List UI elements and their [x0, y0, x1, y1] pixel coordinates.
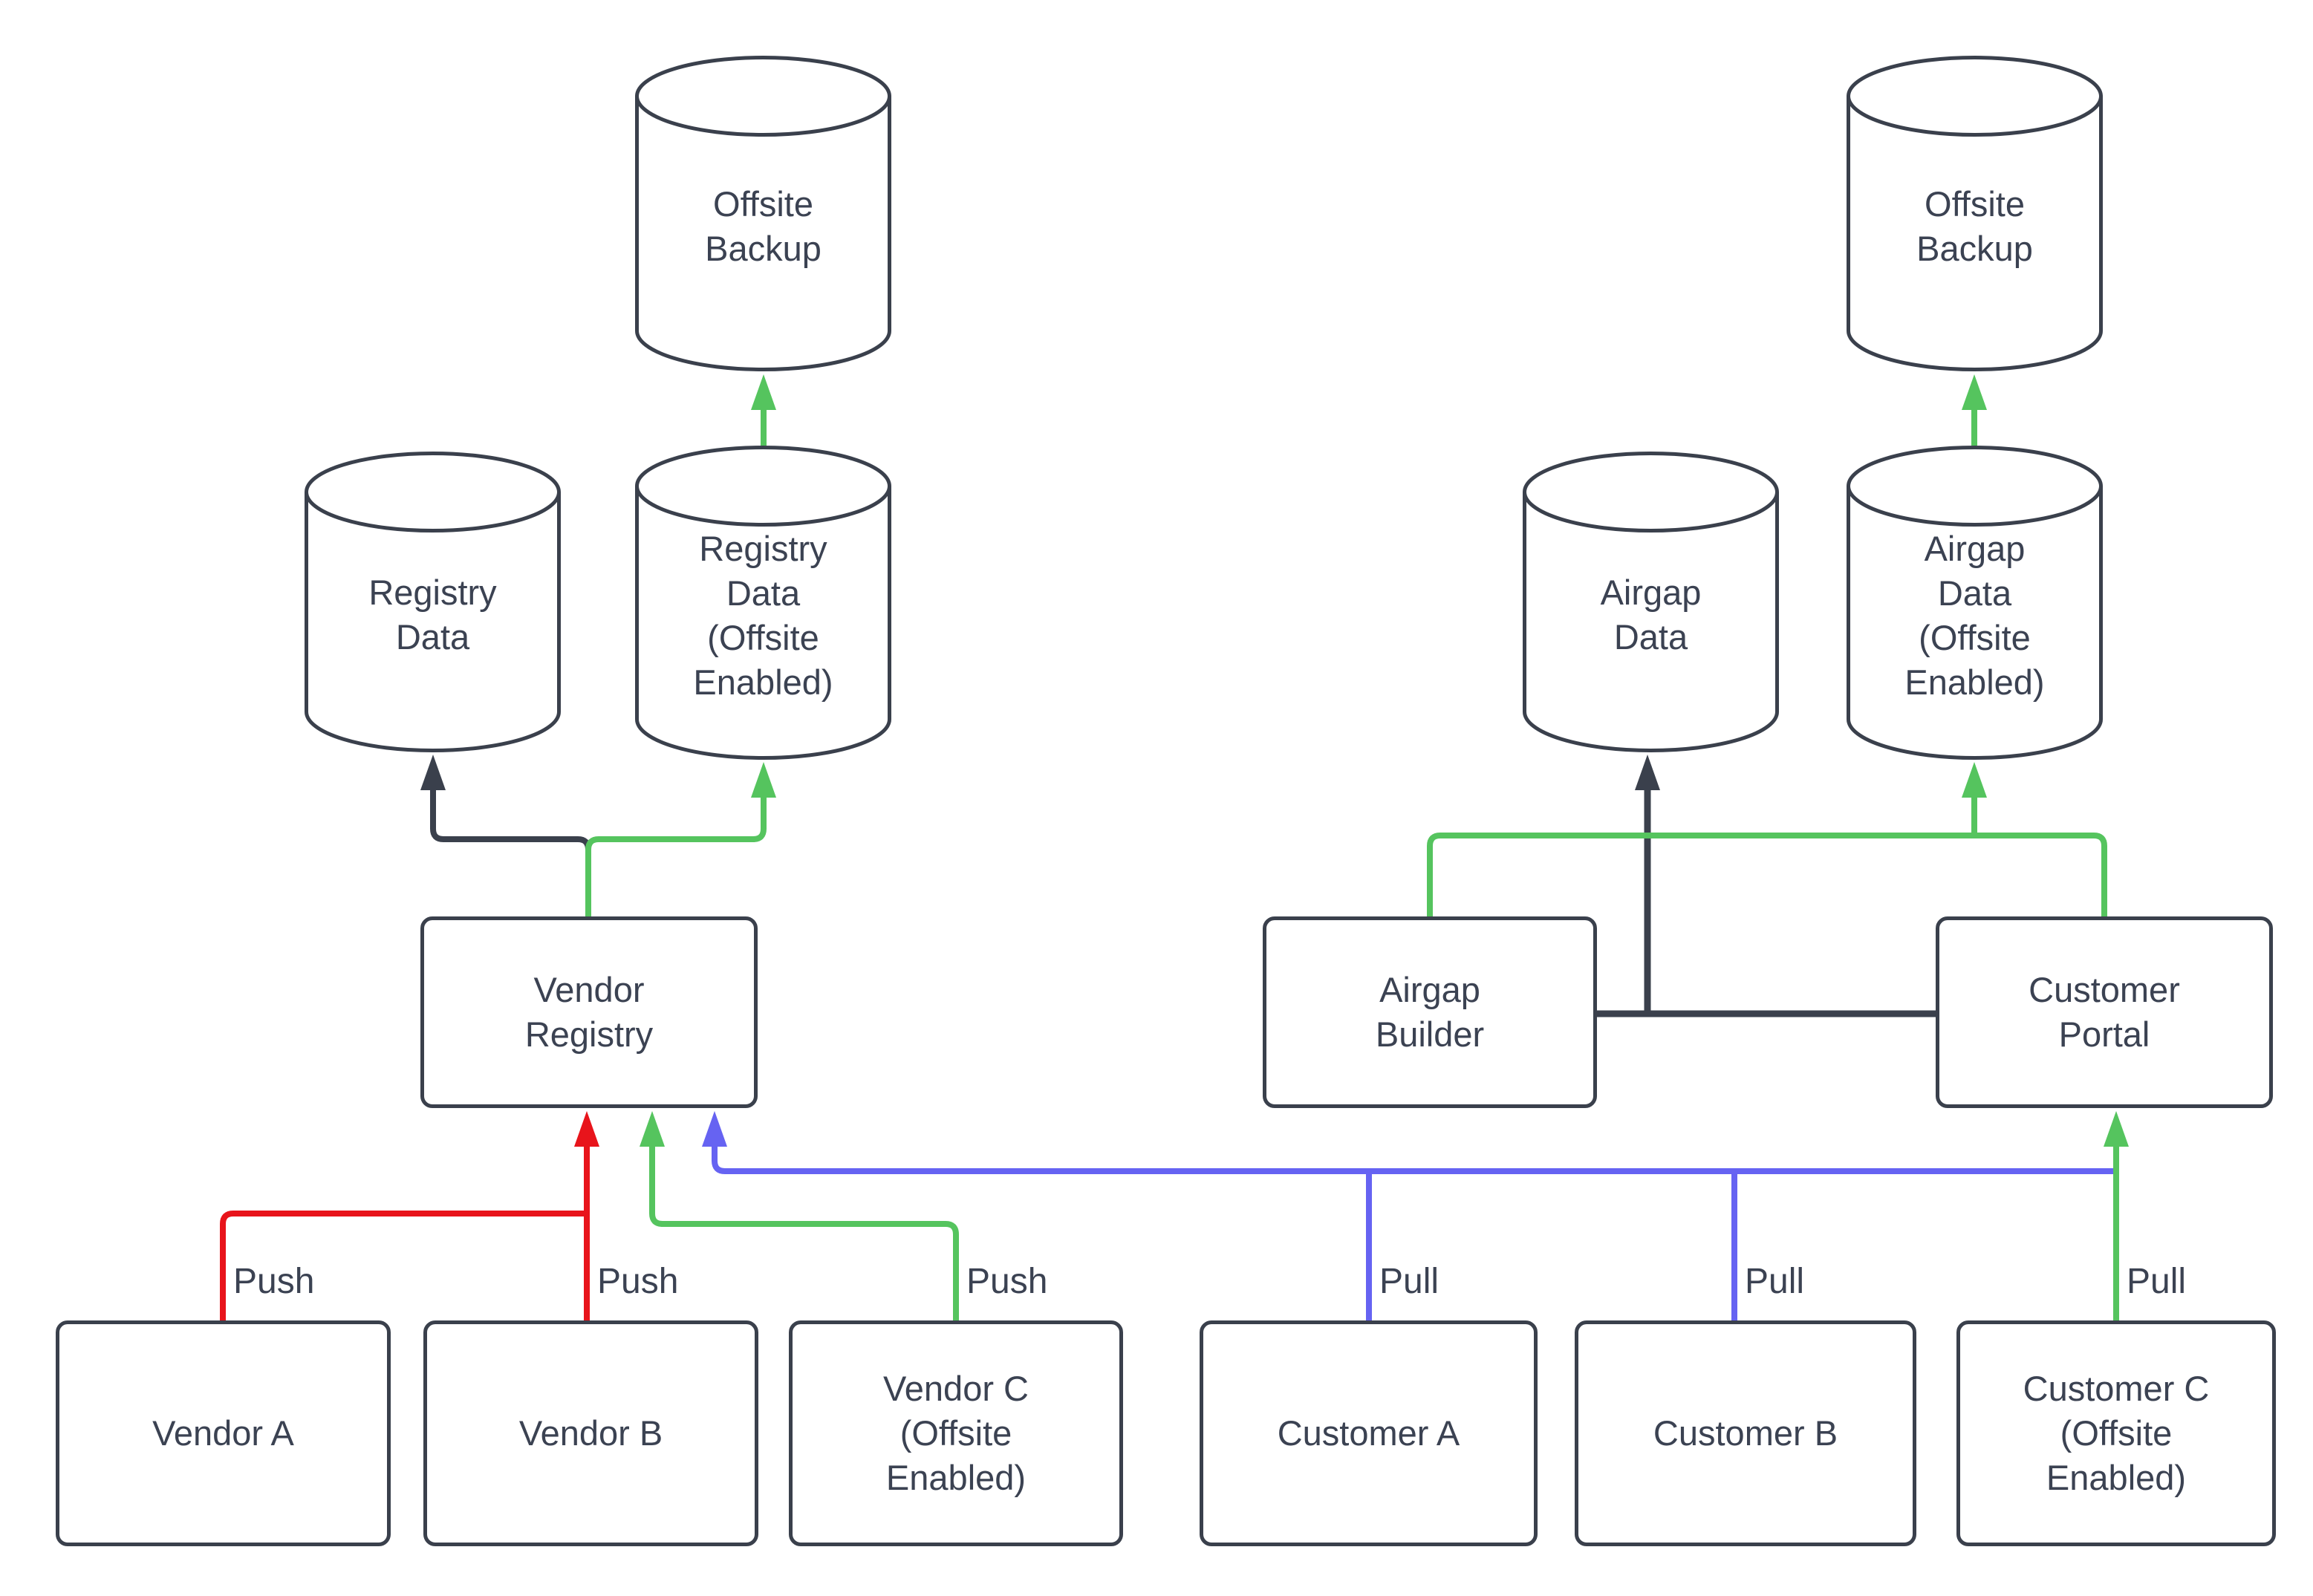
edge-green-left-path [585, 795, 767, 916]
edge-airgap-builder-portal-to-airgap-data [1597, 755, 1936, 1017]
arrowhead-green-backup-right [1962, 374, 1987, 410]
box-vendor-c: Vendor C (Offsite Enabled) [789, 1320, 1123, 1546]
edge-label-pull-customer-c: Pull [2127, 1262, 2187, 1301]
cylinder-offsite-backup-left: Offsite Backup [635, 56, 891, 371]
box-vendor-a: Vendor A [56, 1320, 391, 1546]
arrowhead-green-customer-portal [2104, 1111, 2129, 1147]
edge-airgap-offsite-to-backup [1962, 374, 1987, 446]
cylinder-shape [1847, 56, 2103, 371]
arrowhead-red-vendor-registry [574, 1111, 599, 1147]
cylinder-registry-data: Registry Data [305, 452, 561, 752]
cylinder-airgap-data: Airgap Data [1523, 452, 1779, 752]
edge-registry-offsite-to-backup [751, 374, 776, 446]
edge-label-push-vendor-c: Push [966, 1262, 1048, 1301]
cylinder-shape [305, 452, 561, 752]
edge-airgap-builder-to-portal [1427, 762, 2107, 916]
edge-vendor-registry-to-registry-data [420, 755, 591, 916]
box-customer-a: Customer A [1200, 1320, 1538, 1546]
cylinder-label: Offsite Backup [705, 183, 822, 268]
box-customer-portal: Customer Portal [1936, 916, 2273, 1108]
box-airgap-builder: Airgap Builder [1263, 916, 1597, 1108]
edge-label-pull-customer-b: Pull [1745, 1262, 1805, 1301]
cylinder-label: Airgap Data (Offsite Enabled) [1904, 528, 2045, 702]
edge-pull-to-vendor-registry [702, 1111, 2116, 1320]
cylinder-shape [1847, 446, 2103, 760]
edge-pull-customer-c [2104, 1111, 2129, 1320]
edge-push-vendors-ab [220, 1111, 599, 1320]
arrowhead-green-airgap-data-offsite [1962, 762, 1987, 798]
edge-green-vendor-c-path [649, 1142, 959, 1320]
edge-dark-left-path [430, 789, 591, 916]
arrowhead-green-registry-data-offsite [751, 762, 776, 798]
cylinder-shape [635, 446, 891, 760]
box-customer-b: Customer B [1575, 1320, 1916, 1546]
box-vendor-b: Vendor B [423, 1320, 758, 1546]
edge-dark-right-path [1597, 789, 1936, 1017]
cylinder-label: Registry Data [368, 572, 497, 657]
cylinder-label: Registry Data (Offsite Enabled) [693, 528, 833, 702]
arrowhead-green-vendor-registry [640, 1111, 665, 1147]
cylinder-registry-data-offsite: Registry Data (Offsite Enabled) [635, 446, 891, 760]
cylinder-airgap-data-offsite: Airgap Data (Offsite Enabled) [1847, 446, 2103, 760]
edge-push-vendor-c [640, 1111, 959, 1320]
box-customer-c: Customer C (Offsite Enabled) [1956, 1320, 2276, 1546]
arrowhead-dark-registry-data [420, 755, 446, 790]
cylinder-shape [1523, 452, 1779, 752]
cylinder-label: Airgap Data [1600, 572, 1702, 657]
edge-label-push-vendor-b: Push [597, 1262, 679, 1301]
edge-label-pull-customer-a: Pull [1379, 1262, 1439, 1301]
cylinder-label: Offsite Backup [1916, 183, 2033, 268]
edge-vendor-registry-to-registry-data-offsite [585, 762, 776, 916]
box-vendor-registry: Vendor Registry [420, 916, 758, 1108]
edge-red-path [220, 1142, 590, 1320]
cylinder-shape [635, 56, 891, 371]
arrowhead-dark-airgap-data [1635, 755, 1660, 790]
edge-pull-blue-path [712, 1142, 2116, 1320]
edge-green-right-path [1427, 795, 2107, 916]
edge-label-push-vendor-a: Push [233, 1262, 315, 1301]
arrowhead-blue-vendor-registry [702, 1111, 727, 1147]
cylinder-offsite-backup-right: Offsite Backup [1847, 56, 2103, 371]
arrowhead-green-backup-left [751, 374, 776, 410]
